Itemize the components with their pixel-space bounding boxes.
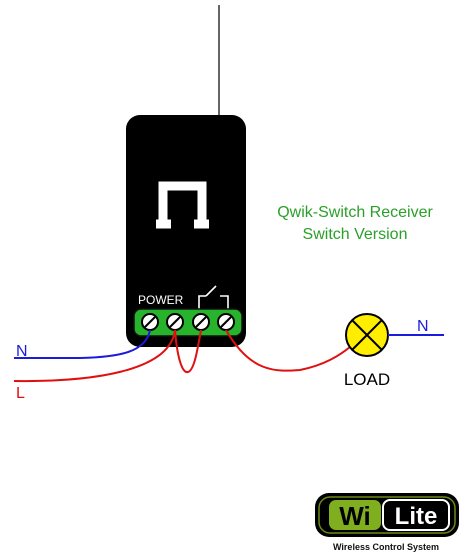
live-left-label: L: [16, 385, 25, 402]
neutral-wire-left: [14, 329, 151, 359]
device-title-line2: Switch Version: [303, 226, 408, 243]
receiver-body: [126, 115, 246, 347]
pulse-symbol-icon: [158, 181, 207, 224]
neutral-left-label: N: [16, 343, 28, 360]
device-title-line1: Qwik-Switch Receiver: [277, 204, 433, 221]
logo-wordmark-lite: Lite: [395, 503, 438, 530]
live-wire-to-load: [225, 329, 351, 372]
logo-wordmark-wi: Wi: [339, 501, 371, 531]
live-wire-left: [13, 329, 202, 383]
load-label: LOAD: [344, 370, 390, 389]
terminal-strip: [133, 308, 243, 337]
relay-contact-icon: [198, 285, 229, 312]
logo-tagline: Wireless Control System: [333, 542, 439, 552]
wilite-logo: Wi Lite: [315, 493, 459, 537]
lamp-load-icon: [345, 313, 389, 357]
neutral-right-label: N: [417, 318, 429, 335]
power-label: POWER: [138, 293, 184, 307]
